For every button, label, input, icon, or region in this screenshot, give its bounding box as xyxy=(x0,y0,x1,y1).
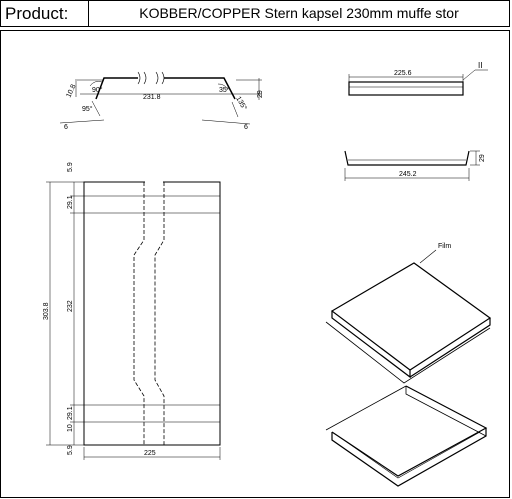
plan-end-c: 10 xyxy=(67,424,74,432)
front-view xyxy=(348,69,488,96)
plan-end-b: 29.1 xyxy=(67,195,74,209)
profile-angle-right-inner: 35° xyxy=(219,86,230,94)
plan-width: 225 xyxy=(144,450,156,457)
drawing-frame xyxy=(0,30,510,498)
plan-view xyxy=(46,180,221,460)
profile-view xyxy=(59,71,262,125)
product-label: Product: xyxy=(1,1,89,26)
side-height: 29 xyxy=(479,154,486,162)
profile-flange-right: 6 xyxy=(244,124,248,131)
profile-flange-left: 6 xyxy=(64,124,68,131)
profile-angle-outer: 90° xyxy=(92,86,103,94)
profile-height: 29 xyxy=(257,90,264,98)
title-block: Product: KOBBER/COPPER Stern kapsel 230m… xyxy=(0,0,510,27)
profile-angle-right-outer: 135° xyxy=(234,95,248,112)
plan-overall-length: 303.8 xyxy=(43,302,50,320)
iso-closed-view xyxy=(325,249,492,384)
iso-open-view xyxy=(325,385,488,487)
front-symbol: II xyxy=(478,61,482,70)
product-title: KOBBER/COPPER Stern kapsel 230mm muffe s… xyxy=(139,5,459,21)
side-width: 245.2 xyxy=(399,171,417,178)
plan-middle-length: 232 xyxy=(67,300,74,312)
profile-width: 231.8 xyxy=(143,94,161,101)
plan-end-e: 5.9 xyxy=(67,445,74,455)
plan-end-a: 5.9 xyxy=(67,162,74,172)
front-width: 225.6 xyxy=(394,70,412,77)
film-label: Film xyxy=(438,243,451,250)
side-view xyxy=(344,150,480,181)
plan-end-d: 29.1 xyxy=(67,406,74,420)
profile-angle-inner: 95° xyxy=(82,105,93,113)
